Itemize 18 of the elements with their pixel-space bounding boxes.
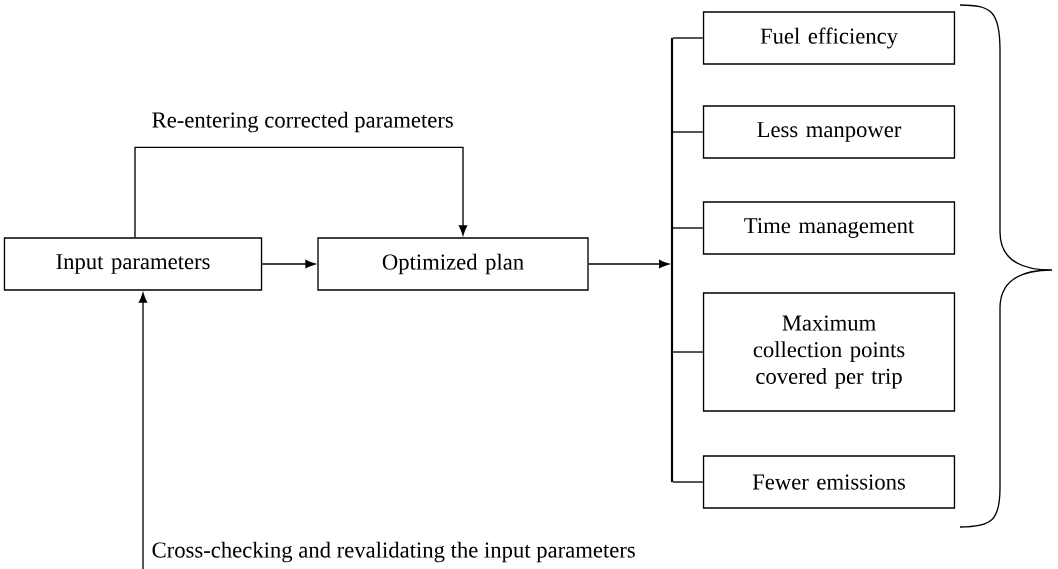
arrow — [134, 146, 468, 238]
branch-line — [672, 481, 704, 483]
branch-line — [672, 37, 704, 39]
outcome-box: Time management — [702, 201, 956, 255]
branch-line — [672, 227, 704, 229]
outcome-box: Less manpower — [702, 105, 956, 159]
arrow — [138, 292, 148, 569]
arrow — [588, 259, 669, 269]
branch-line — [672, 351, 704, 353]
outcome-box: Fewer emissions — [702, 455, 956, 509]
process-box: Optimized plan — [317, 237, 589, 291]
arrow — [261, 259, 316, 269]
outcome-box: Maximum collection points covered per trip — [702, 292, 956, 412]
process-box: Input parameters — [3, 237, 263, 291]
edge-label: Cross-checking and revalidating the input parameters — [150, 540, 637, 564]
outcome-box: Fuel efficiency — [702, 11, 956, 65]
edge-label: Re-entering corrected parameters — [150, 110, 455, 134]
branch-line — [672, 131, 704, 133]
